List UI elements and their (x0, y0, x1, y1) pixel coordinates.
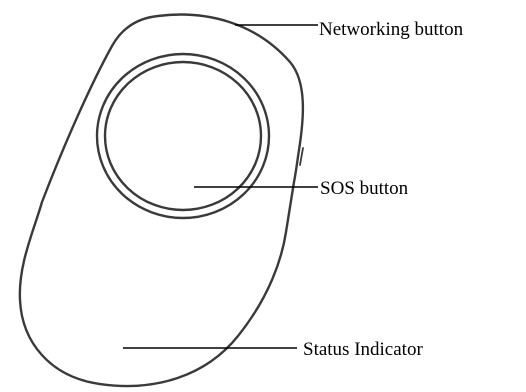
sos-button-inner-ring (103, 60, 263, 212)
sos-button-label: SOS button (320, 178, 409, 199)
status-indicator-label: Status Indicator (303, 339, 423, 360)
device-body-outline (18, 13, 305, 388)
side-seam (299, 147, 304, 166)
sos-button-outer-ring (95, 52, 271, 220)
networking-button-label: Networking button (319, 19, 464, 40)
